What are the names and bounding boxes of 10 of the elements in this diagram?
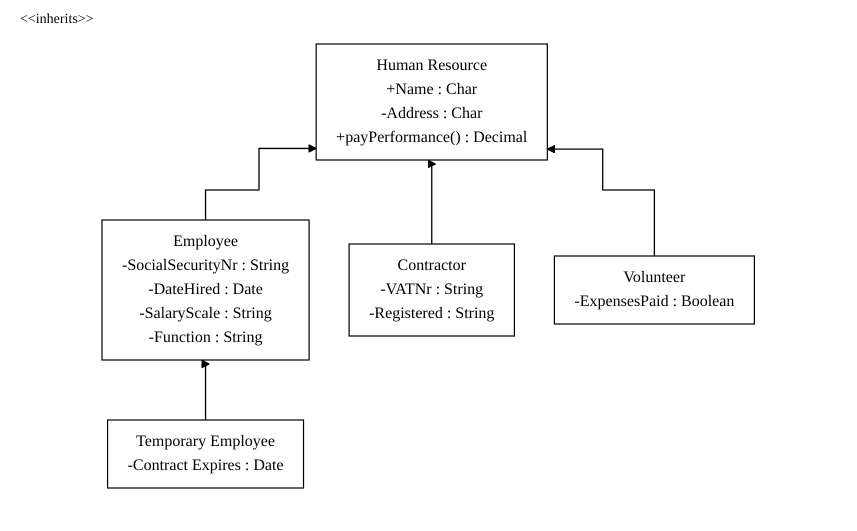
node-box: Human Resource +Name : Char -Address : Char +payPerformance() : Decimal [316, 42, 548, 160]
node-box: Employee -SocialSecurityNr : String -DateHired : Date -SalaryScale : String -Function : String [102, 218, 310, 360]
arrow [201, 359, 210, 420]
stereotype-label: <<inherits>> [20, 12, 94, 28]
node-box: Volunteer -ExpensesPaid : Boolean [554, 254, 756, 324]
arrow [546, 144, 656, 256]
arrow [205, 144, 318, 220]
node-box: Contractor -VATNr : String -Registered : String [348, 242, 516, 336]
arrow [428, 159, 436, 244]
node-box: Temporary Employee -Contract Expires : Date [107, 418, 304, 488]
